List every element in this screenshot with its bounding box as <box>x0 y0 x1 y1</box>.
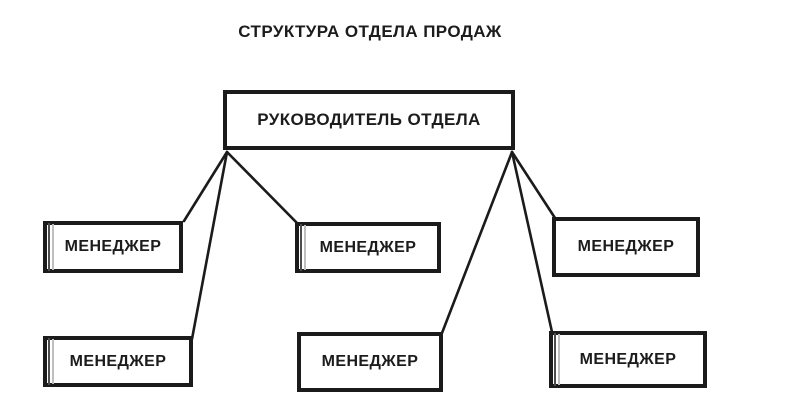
node-manager-2-label: МЕНЕДЖЕР <box>319 238 417 256</box>
connector-root-m4 <box>190 150 229 341</box>
connector-root-m2 <box>225 150 299 225</box>
node-manager-2: МЕНЕДЖЕР <box>295 222 441 273</box>
node-manager-6: МЕНЕДЖЕР <box>549 331 707 388</box>
node-department-head-label: РУКОВОДИТЕЛЬ ОТДЕЛА <box>257 110 481 129</box>
node-manager-1-label: МЕНЕДЖЕР <box>64 238 162 255</box>
connector-root-m1 <box>182 150 229 223</box>
connector-root-m3 <box>510 150 557 220</box>
node-manager-3-label: МЕНЕДЖЕР <box>577 238 675 255</box>
node-department-head: РУКОВОДИТЕЛЬ ОТДЕЛА <box>223 90 515 150</box>
diagram-title: СТРУКТУРА ОТДЕЛА ПРОДАЖ <box>238 22 502 41</box>
node-manager-1: МЕНЕДЖЕР <box>43 221 183 273</box>
node-manager-3: МЕНЕДЖЕР <box>552 217 700 277</box>
node-manager-6-label: МЕНЕДЖЕР <box>579 350 677 368</box>
node-manager-5-label: МЕНЕДЖЕР <box>321 353 419 370</box>
node-manager-5: МЕНЕДЖЕР <box>297 332 443 392</box>
connector-root-m6 <box>510 150 554 334</box>
node-manager-4-label: МЕНЕДЖЕР <box>69 352 167 370</box>
node-manager-4: МЕНЕДЖЕР <box>43 336 193 387</box>
connector-root-m5 <box>440 150 514 335</box>
